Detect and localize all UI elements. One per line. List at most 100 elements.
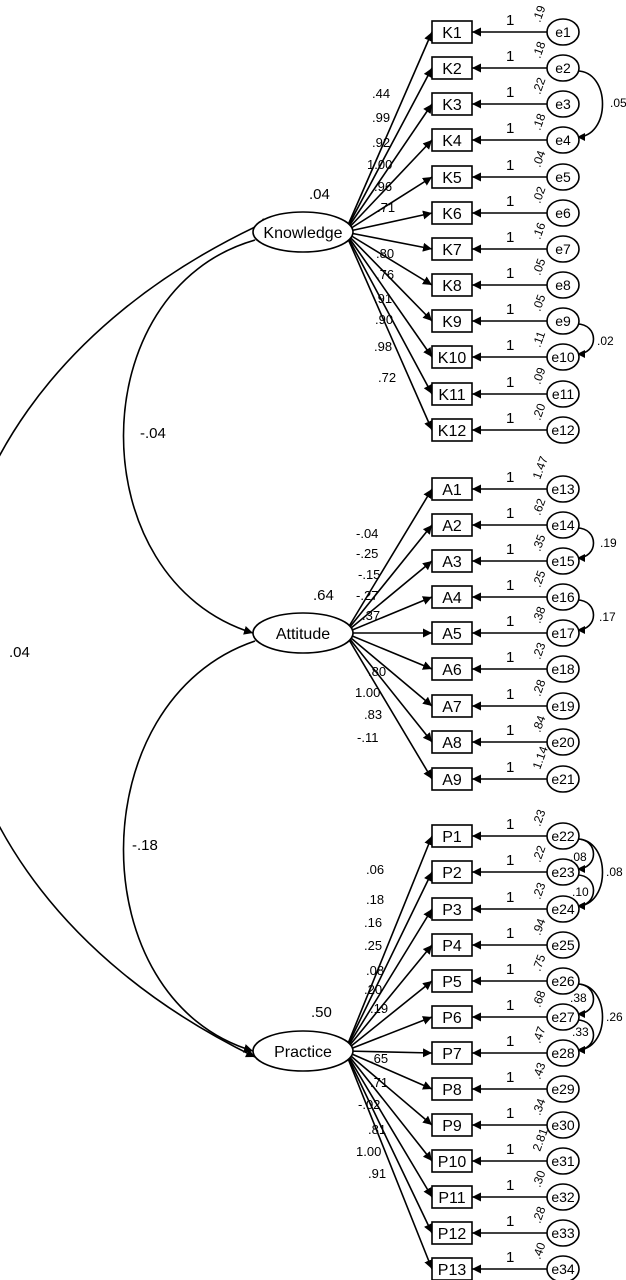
loading-label-k4: .92	[372, 135, 390, 150]
indicator-box-p3	[431, 897, 473, 921]
indicator-label-p10: P10	[438, 1154, 467, 1171]
indicator-box-k4	[431, 128, 473, 152]
error-variance-e17: .38	[530, 604, 549, 625]
error-variance-e16: .25	[530, 568, 549, 589]
loading-arrow-p2	[344, 871, 433, 1052]
fixed-path-label-e27: 1	[506, 997, 514, 1014]
error-variance-e18: .23	[530, 640, 549, 661]
loading-label-a8: .83	[364, 707, 382, 722]
loading-label-p3: .16	[364, 915, 382, 930]
error-ellipse-e26	[546, 967, 580, 995]
error-ellipse-e28	[546, 1039, 580, 1067]
indicator-box-k11	[431, 382, 473, 406]
cov-arc-knowledge-attitude	[122, 233, 265, 635]
latent-label-knowledge: Knowledge	[263, 225, 342, 242]
indicator-box-k2	[431, 56, 473, 80]
indicator-box-p5	[431, 969, 473, 993]
loading-arrow-a3	[344, 560, 433, 634]
error-label-e27: e27	[551, 1009, 575, 1025]
latent-ellipse-knowledge	[252, 211, 354, 253]
error-ellipse-e19	[546, 692, 580, 720]
loading-arrow-k9	[344, 231, 433, 322]
cov-label-knowledge-attitude: -.04	[140, 425, 166, 442]
cov-label-attitude-practice: -.18	[132, 837, 158, 854]
indicator-label-p13: P13	[438, 1262, 467, 1279]
loading-label-p5: .08	[366, 963, 384, 978]
error-cov-arc-e16-e17	[568, 595, 595, 634]
indicator-box-k3	[431, 92, 473, 116]
error-cov-arc-e2-e4	[568, 66, 604, 141]
loading-arrow-p8	[344, 1050, 433, 1090]
fixed-path-label-e34: 1	[506, 1249, 514, 1266]
error-label-e22: e22	[551, 828, 575, 844]
fixed-path-label-e32: 1	[506, 1177, 514, 1194]
indicator-label-k5: K5	[442, 170, 462, 187]
error-variance-e25: .94	[530, 916, 549, 937]
error-ellipse-e5	[546, 163, 580, 191]
indicator-box-p7	[431, 1041, 473, 1065]
fixed-path-label-e14: 1	[506, 505, 514, 522]
loading-label-p8: .65	[370, 1051, 388, 1066]
error-label-e15: e15	[551, 553, 575, 569]
loading-arrow-k5	[344, 176, 433, 233]
indicator-label-k4: K4	[442, 133, 462, 150]
cov-arc-knowledge-practice	[0, 218, 268, 1058]
loading-arrow-a1	[344, 488, 433, 634]
loading-label-k2: .44	[372, 86, 390, 101]
indicator-label-p7: P7	[442, 1046, 462, 1063]
error-variance-e15: .35	[530, 532, 549, 553]
loading-label-a9: -.11	[357, 730, 378, 745]
error-label-e20: e20	[551, 734, 575, 750]
loading-arrow-a8	[344, 632, 433, 743]
error-ellipse-e11	[546, 380, 580, 408]
error-ellipse-e25	[546, 931, 580, 959]
error-label-e19: e19	[551, 698, 575, 714]
fixed-path-label-e6: 1	[506, 193, 514, 210]
indicator-label-k9: K9	[442, 314, 462, 331]
loading-label-k7: .71	[377, 200, 395, 215]
error-ellipse-e4	[546, 126, 580, 154]
fixed-path-label-e17: 1	[506, 613, 514, 630]
error-variance-e26: .75	[530, 952, 549, 973]
fixed-path-label-e2: 1	[506, 48, 514, 65]
loading-arrow-a6	[344, 632, 433, 670]
loading-arrow-p9	[344, 1050, 433, 1126]
error-label-e16: e16	[551, 589, 575, 605]
indicator-box-k12	[431, 418, 473, 442]
error-label-e17: e17	[551, 625, 575, 641]
error-label-e3: e3	[555, 96, 571, 112]
error-label-e30: e30	[551, 1117, 575, 1133]
indicator-box-p13	[431, 1257, 473, 1280]
fixed-path-label-e3: 1	[506, 84, 514, 101]
error-variance-e1: .19	[530, 3, 549, 24]
error-variance-e29: .43	[530, 1060, 549, 1081]
loading-arrow-k3	[344, 103, 433, 233]
error-cov-arc-e14-e15	[568, 523, 595, 562]
loading-label-k12: .98	[374, 339, 392, 354]
error-label-e29: e29	[551, 1081, 575, 1097]
error-ellipse-e9	[546, 307, 580, 335]
loading-arrow-p12	[344, 1050, 433, 1234]
error-cov-label-e22-e24: .08	[606, 865, 623, 879]
error-label-e24: e24	[551, 901, 575, 917]
error-label-e12: e12	[551, 422, 575, 438]
error-ellipse-e13	[546, 475, 580, 503]
error-label-e23: e23	[551, 864, 575, 880]
error-ellipse-e23	[546, 858, 580, 886]
error-cov-label-e16-e17: .17	[599, 610, 616, 624]
indicator-label-k12: K12	[438, 423, 467, 440]
error-ellipse-e6	[546, 199, 580, 227]
indicator-box-k10	[431, 345, 473, 369]
fixed-path-label-e5: 1	[506, 157, 514, 174]
loading-arrow-p7	[344, 1048, 433, 1058]
error-label-e32: e32	[551, 1189, 575, 1205]
indicator-box-k6	[431, 201, 473, 225]
indicator-label-p12: P12	[438, 1226, 467, 1243]
loading-label-a3: -.15	[358, 567, 380, 582]
error-label-e26: e26	[551, 973, 575, 989]
error-ellipse-e14	[546, 511, 580, 539]
loading-arrow-a4	[344, 596, 433, 634]
error-cov-label-e22-e23: .08	[570, 850, 587, 864]
fixed-path-label-e26: 1	[506, 961, 514, 978]
fixed-path-label-e16: 1	[506, 577, 514, 594]
